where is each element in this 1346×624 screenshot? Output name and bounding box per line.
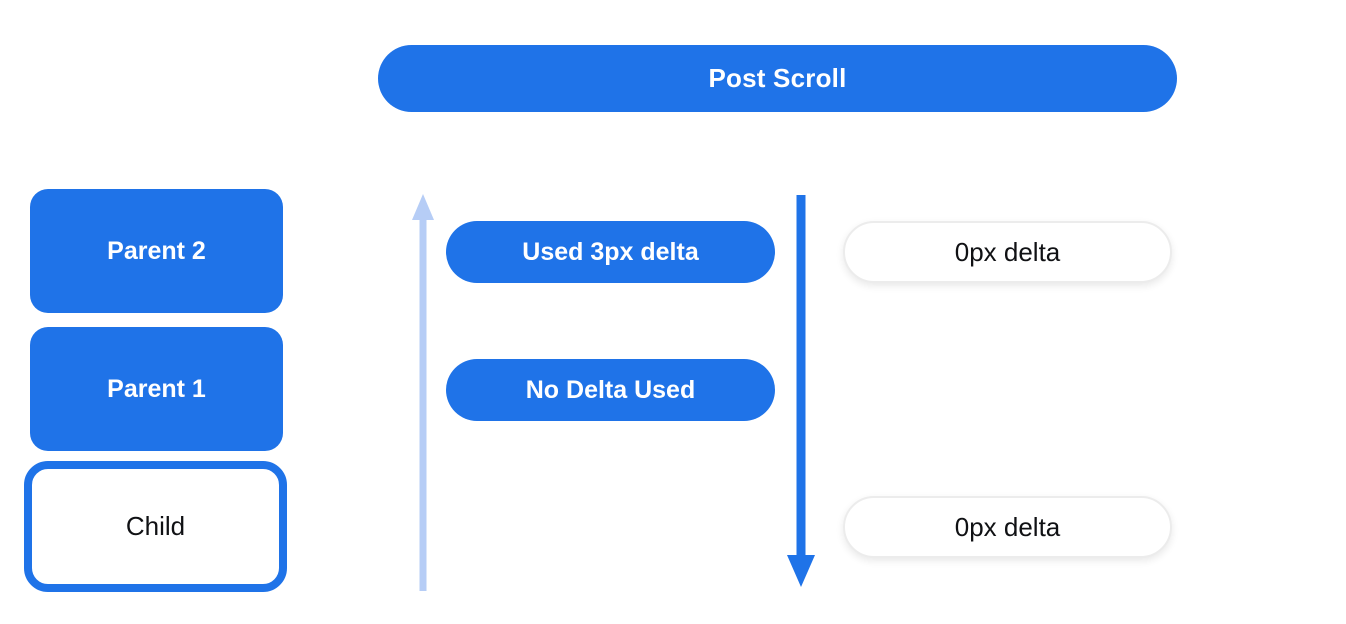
child-label: Child: [125, 511, 186, 541]
parent-1-label: Parent 1: [107, 374, 206, 403]
used-3px-delta-label: Used 3px delta: [522, 237, 699, 266]
parent-2-box: Parent 2: [30, 189, 283, 313]
no-delta-used-label: No Delta Used: [525, 375, 696, 404]
child-box: Child: [24, 461, 287, 592]
used-3px-delta-pill: Used 3px delta: [446, 221, 775, 283]
post-scroll-header-label: Post Scroll: [708, 63, 847, 93]
0px-delta-top-pill: 0px delta: [843, 221, 1172, 283]
parent-1-box: Parent 1: [30, 327, 283, 451]
0px-delta-bottom-pill: 0px delta: [843, 496, 1172, 558]
arrow-down-icon: [787, 195, 815, 587]
0px-delta-top-label: 0px delta: [954, 236, 1061, 267]
arrow-up-icon: [412, 194, 434, 591]
parent-2-label: Parent 2: [107, 236, 206, 265]
no-delta-used-pill: No Delta Used: [446, 359, 775, 421]
0px-delta-bottom-label: 0px delta: [954, 511, 1061, 542]
post-scroll-header: Post Scroll: [378, 45, 1177, 112]
